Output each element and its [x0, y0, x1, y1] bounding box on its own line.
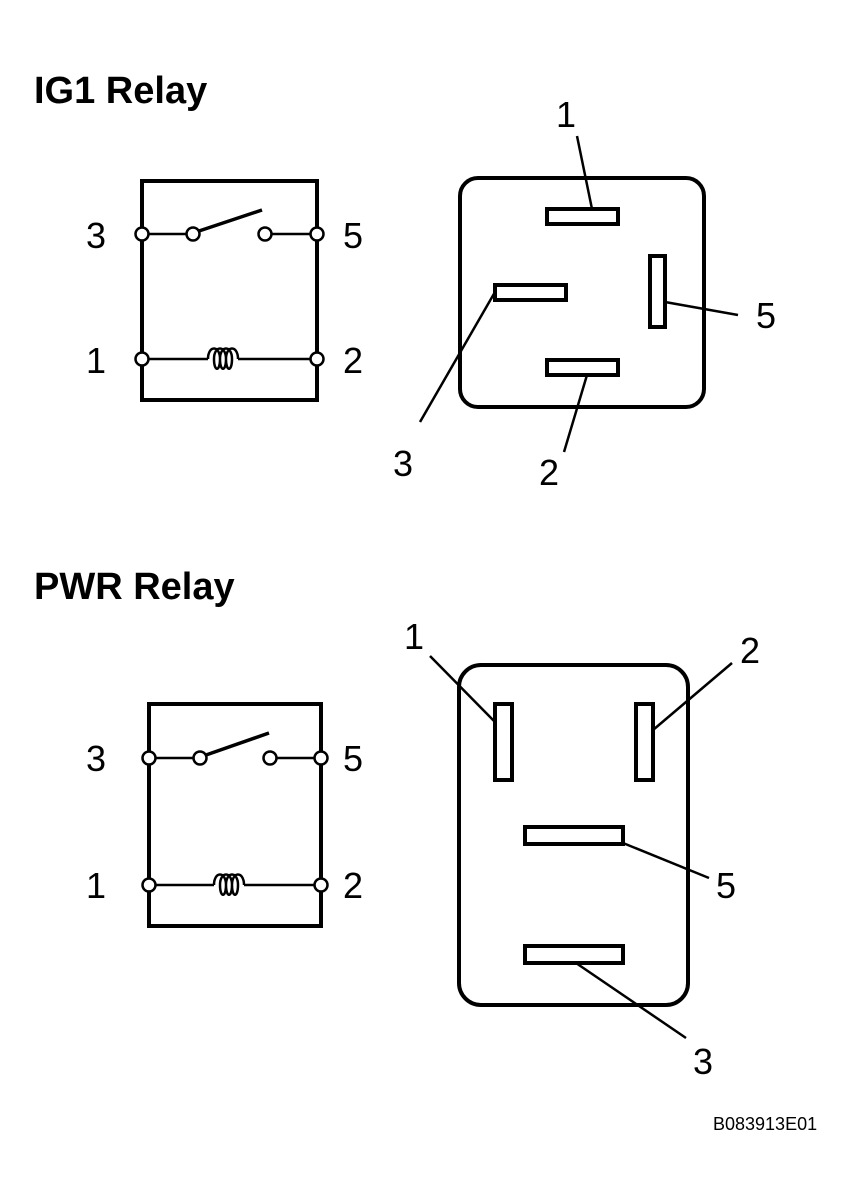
pwr-label-5: 5 — [343, 738, 363, 779]
pwr-connector-label-1: 1 — [404, 616, 424, 657]
pwr-connector-label-3: 3 — [693, 1041, 713, 1082]
figure-code: B083913E01 — [713, 1114, 817, 1134]
pwr-terminal-2 — [313, 877, 329, 893]
pwr-terminal-3 — [141, 750, 157, 766]
ig1-terminal-2 — [309, 351, 325, 367]
ig1-connector-label-5: 5 — [756, 295, 776, 336]
pwr-label-3: 3 — [86, 738, 106, 779]
pwr-pin-1 — [493, 702, 514, 782]
ig1-connector-label-2: 2 — [539, 452, 559, 493]
pwr-terminal-1 — [141, 877, 157, 893]
pwr-coil-icon — [212, 873, 246, 896]
ig1-label-2: 2 — [343, 340, 363, 381]
ig1-pin-2 — [545, 358, 620, 377]
ig1-connector: 1 3 5 2 — [393, 94, 776, 493]
ig1-pin-1 — [545, 207, 620, 226]
pwr-connector-label-5: 5 — [716, 865, 736, 906]
ig1-pin-5 — [648, 254, 667, 329]
pwr-label-1: 1 — [86, 865, 106, 906]
ig1-terminal-5 — [309, 226, 325, 242]
pwr-schematic: 3 5 1 2 — [86, 702, 363, 928]
ig1-pin-3 — [493, 283, 568, 302]
ig1-schematic-frame — [140, 179, 319, 402]
ig1-connector-label-1: 1 — [556, 94, 576, 135]
pwr-connector-body — [457, 663, 690, 1007]
pwr-connector-label-2: 2 — [740, 630, 760, 671]
pwr-schematic-frame — [147, 702, 323, 928]
pwr-terminal-5 — [313, 750, 329, 766]
ig1-schematic: 3 5 1 2 — [86, 179, 363, 402]
pwr-connector: 1 2 5 3 — [404, 616, 760, 1082]
ig1-terminal-3 — [134, 226, 150, 242]
ig1-coil-icon — [206, 347, 240, 370]
pwr-pin-2 — [634, 702, 655, 782]
ig1-terminal-1 — [134, 351, 150, 367]
pwr-label-2: 2 — [343, 865, 363, 906]
ig1-connector-body — [458, 176, 706, 409]
pwr-pin-5 — [523, 825, 625, 846]
ig1-label-1: 1 — [86, 340, 106, 381]
ig1-label-3: 3 — [86, 215, 106, 256]
ig1-connector-label-3: 3 — [393, 443, 413, 484]
pwr-relay-title: PWR Relay — [34, 566, 235, 608]
pwr-switch-contact — [205, 731, 270, 757]
ig1-relay-title: IG1 Relay — [34, 70, 208, 112]
ig1-switch-contact — [198, 208, 263, 233]
ig1-label-5: 5 — [343, 215, 363, 256]
pwr-pin-3 — [523, 944, 625, 965]
